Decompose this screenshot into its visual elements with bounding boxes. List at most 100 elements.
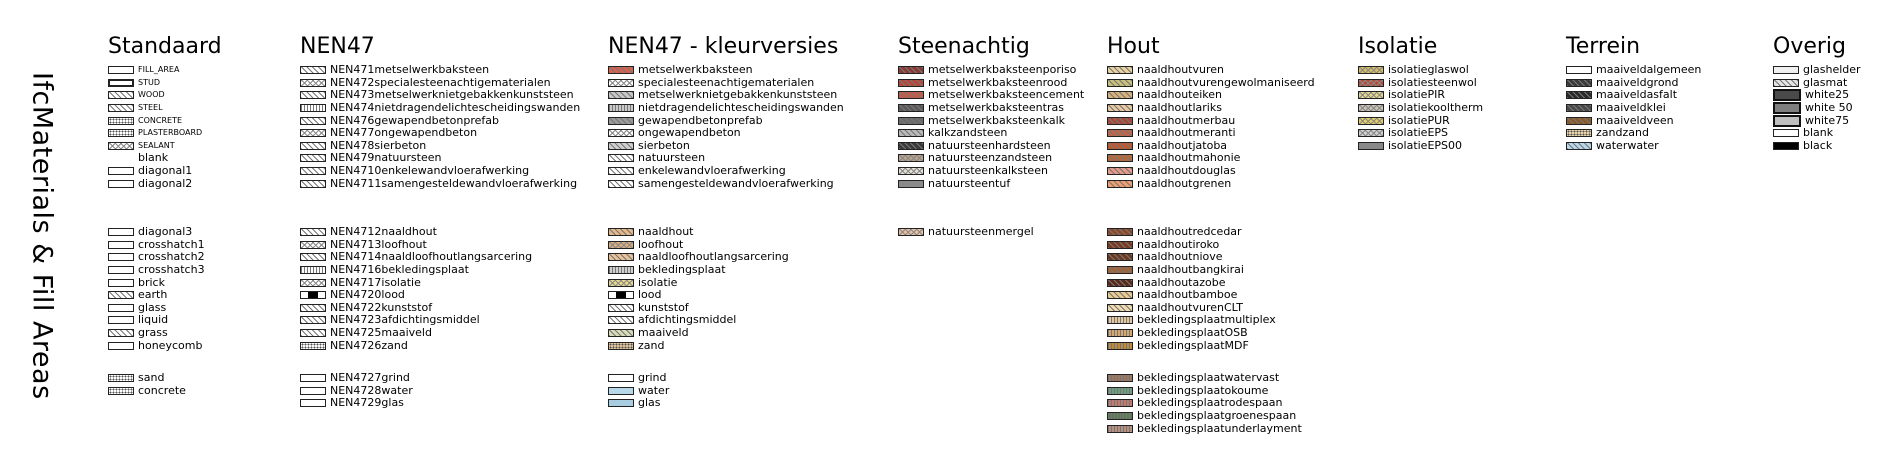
fill-swatch xyxy=(300,116,326,125)
legend-item: maaiveldasfalt xyxy=(1566,89,1701,102)
legend-item: metselwerkbaksteen xyxy=(608,64,844,77)
fill-swatch xyxy=(1107,386,1133,395)
legend-item: concrete xyxy=(108,384,222,397)
legend-item: glass xyxy=(108,300,222,315)
legend-item: kalkzandsteen xyxy=(898,127,1084,140)
legend-item: bekledingsplaatunderlayment xyxy=(1107,422,1315,435)
material-label: NEN4720lood xyxy=(330,288,405,302)
material-label: NEN474nietdragendelichtescheidingswanden xyxy=(330,101,581,115)
material-label: natuursteenhardsteen xyxy=(928,138,1051,152)
material-label: afdichtingsmiddel xyxy=(638,313,737,327)
material-label: naaldhoutniove xyxy=(1137,250,1223,264)
legend-item: gewapendbetonprefab xyxy=(608,114,844,127)
legend-item: metselwerkbaksteenkalk xyxy=(898,114,1084,127)
material-label: isolatieEPS xyxy=(1388,126,1449,140)
material-label: crosshatch3 xyxy=(138,263,205,277)
legend-item: NEN4726zand xyxy=(300,339,580,352)
group-spacer xyxy=(300,190,580,226)
legend-item: white25 xyxy=(1773,89,1861,102)
material-label: metselwerkbaksteencement xyxy=(928,88,1085,102)
fill-swatch xyxy=(300,386,326,395)
material-label: kunststof xyxy=(638,300,689,314)
fill-swatch xyxy=(1358,116,1384,125)
legend-item: naaldhoutbangkirai xyxy=(1107,264,1315,277)
material-label: honeycomb xyxy=(138,338,203,352)
legend-item: natuursteentuf xyxy=(898,177,1084,190)
material-label: NEN4727grind xyxy=(330,371,410,385)
material-label: NEN4711samengesteldewandvloerafwerking xyxy=(330,176,578,190)
material-label: STEEL xyxy=(138,103,163,113)
fill-swatch xyxy=(608,316,634,325)
fill-swatch xyxy=(1566,78,1592,87)
legend-item: NEN476gewapendbetonprefab xyxy=(300,114,580,127)
material-label: glass xyxy=(138,300,167,314)
material-label: bekledingsplaatwatervast xyxy=(1137,371,1280,385)
material-label: nietdragendelichtescheidingswanden xyxy=(638,101,844,115)
legend-item: white 50 xyxy=(1773,102,1861,115)
material-label: diagonal2 xyxy=(138,176,193,190)
material-label: isolatieglaswol xyxy=(1388,63,1469,77)
fill-swatch xyxy=(608,341,634,350)
fill-swatch xyxy=(108,179,134,188)
legend-item: NEN477ongewapendbeton xyxy=(300,127,580,140)
material-label: glasmat xyxy=(1803,75,1848,89)
material-label: bekledingsplaatMDF xyxy=(1137,338,1249,352)
material-label: metselwerknietgebakkenkunststeen xyxy=(638,88,838,102)
legend-item: isolatiesteenwol xyxy=(1358,76,1483,90)
material-label: metselwerkbaksteentras xyxy=(928,101,1064,115)
material-label: naaldhoutlariks xyxy=(1137,101,1222,115)
material-label: naaldhoutbamboe xyxy=(1137,288,1238,302)
fill-swatch xyxy=(108,91,134,100)
material-label: NEN4726zand xyxy=(330,338,408,352)
material-label: isolatiekooltherm xyxy=(1388,101,1484,115)
legend-item: naaldhoutiroko xyxy=(1107,238,1315,252)
legend-item: NEN473metselwerknietgebakkenkunststeen xyxy=(300,89,580,102)
fill-swatch xyxy=(1107,104,1133,113)
legend-item: metselwerkbaksteenrood xyxy=(898,76,1084,90)
fill-swatch xyxy=(1566,104,1592,113)
material-label: maaiveldgrond xyxy=(1596,75,1679,89)
material-label: NEN473metselwerknietgebakkenkunststeen xyxy=(330,88,574,102)
fill-swatch xyxy=(608,141,634,150)
fill-swatch xyxy=(608,291,634,300)
legend-item: NEN4716bekledingsplaat xyxy=(300,264,580,277)
material-label: bekledingsplaatmultiplex xyxy=(1137,313,1276,327)
material-label: naaldhoutvuren xyxy=(1137,63,1224,77)
legend-item: diagonal2 xyxy=(108,177,222,190)
material-label: isolatie xyxy=(638,275,678,289)
material-label: naaldhoutmahonie xyxy=(1137,151,1241,165)
legend-item: naaldhoutgrenen xyxy=(1107,177,1315,190)
material-label: FILL_AREA xyxy=(138,65,180,75)
legend-item: WOOD xyxy=(108,89,222,102)
material-label: gewapendbetonprefab xyxy=(638,113,763,127)
material-label: blank xyxy=(1803,126,1834,140)
fill-swatch xyxy=(108,374,134,383)
material-label: bekledingsplaatunderlayment xyxy=(1137,421,1302,435)
material-label: sand xyxy=(138,371,165,385)
fill-swatch xyxy=(608,399,634,408)
legend-item: isolatieEPS00 xyxy=(1358,139,1483,153)
fill-swatch xyxy=(1107,116,1133,125)
fill-swatch xyxy=(608,91,634,100)
legend-item: glashelder xyxy=(1773,64,1861,77)
legend-item: naaldhoutazobe xyxy=(1107,276,1315,289)
material-label: NEN4717isolatie xyxy=(330,275,421,289)
fill-swatch xyxy=(898,66,924,75)
material-label: naaldhoutredcedar xyxy=(1137,225,1242,239)
material-label: samengesteldewandvloerafwerking xyxy=(638,176,834,190)
fill-swatch xyxy=(108,303,134,312)
fill-swatch xyxy=(898,179,924,188)
group-spacer xyxy=(300,352,580,372)
material-label: NEN4714naaldloofhoutlangsarcering xyxy=(330,250,533,264)
legend-item: maaiveldklei xyxy=(1566,102,1701,115)
material-label: white 50 xyxy=(1805,101,1853,115)
fill-swatch xyxy=(1107,374,1133,383)
fill-swatch xyxy=(608,228,634,237)
legend-item: crosshatch1 xyxy=(108,238,222,252)
material-label: bekledingsplaatOSB xyxy=(1137,325,1248,339)
